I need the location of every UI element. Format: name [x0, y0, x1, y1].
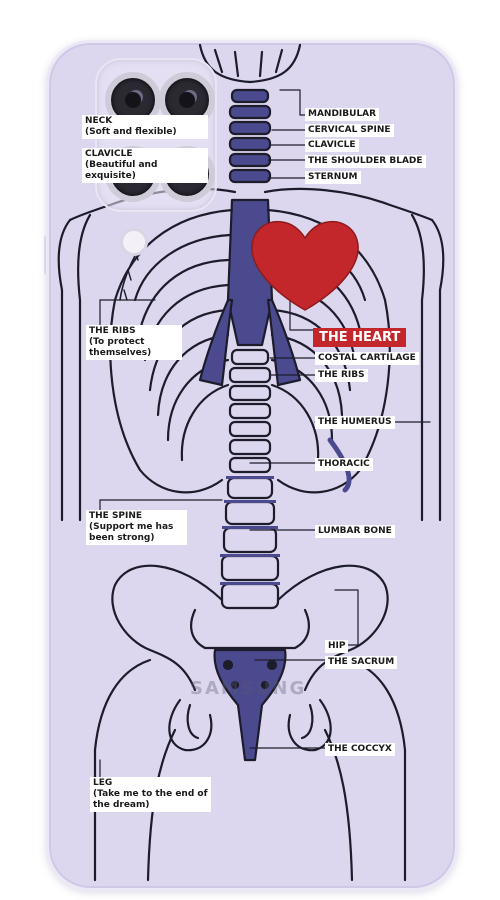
label-leg-sub: (Take me to the end of the dream)	[93, 789, 208, 810]
clavicle-right	[263, 187, 434, 222]
label-ribs-left-title: THE RIBS	[89, 326, 136, 336]
label-costal-cartilage: COSTAL CARTILAGE	[315, 352, 419, 365]
flash-icon	[120, 228, 148, 256]
label-sternum: STERNUM	[305, 171, 361, 184]
label-coccyx: THE COCCYX	[325, 743, 395, 756]
label-sacrum: THE SACRUM	[325, 656, 398, 669]
label-clavicle: CLAVICLE	[305, 139, 359, 152]
femur-right	[348, 658, 407, 882]
heart-shape	[251, 220, 359, 311]
label-ribs-left-sub: (To protect themselves)	[89, 337, 152, 358]
label-spine-title: THE SPINE	[89, 511, 143, 521]
label-ribs-left: THE RIBS (To protect themselves)	[86, 325, 182, 360]
label-neck-sub: (Soft and flexible)	[85, 127, 177, 137]
label-spine: THE SPINE (Support me has been strong)	[86, 510, 187, 545]
label-thoracic: THORACIC	[315, 458, 373, 471]
label-hip: HIP	[325, 640, 349, 653]
sacrum	[213, 648, 287, 762]
label-leg-title: LEG	[93, 778, 113, 788]
label-clavicle-left-title: CLAVICLE	[85, 149, 133, 159]
label-ribs-right: THE RIBS	[315, 369, 368, 382]
label-humerus: THE HUMERUS	[315, 416, 395, 429]
label-neck-title: NECK	[85, 116, 113, 126]
label-cervical-spine: CERVICAL SPINE	[305, 124, 394, 137]
label-lumbar-bone: LUMBAR BONE	[315, 525, 395, 538]
label-mandibular: MANDIBULAR	[305, 108, 380, 121]
cervical-spine	[228, 88, 272, 184]
label-the-heart: THE HEART	[313, 328, 407, 347]
brand-logo: SAMSUNG	[190, 678, 307, 699]
spine	[220, 348, 280, 610]
label-spine-sub: (Support me has been strong)	[89, 522, 174, 543]
label-clavicle-left-sub: (Beautiful and exquisite)	[85, 160, 158, 181]
label-leg: LEG (Take me to the end of the dream)	[90, 777, 211, 812]
label-neck: NECK (Soft and flexible)	[82, 115, 208, 139]
label-shoulder-blade: THE SHOULDER BLADE	[305, 155, 426, 168]
femur-left	[93, 658, 152, 882]
label-clavicle-left: CLAVICLE (Beautiful and exquisite)	[82, 148, 208, 183]
